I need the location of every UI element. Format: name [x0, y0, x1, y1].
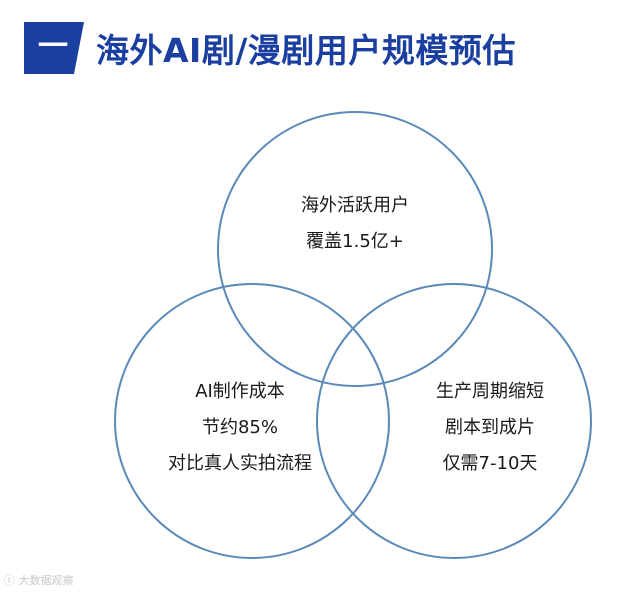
- venn-top-line-2: 覆盖1.5亿+: [306, 231, 404, 252]
- venn-circle-right: [316, 283, 592, 559]
- venn-text-left: AI制作成本 节约85% 对比真人实拍流程: [130, 374, 350, 482]
- section-header: 一 海外AI剧/漫剧用户规模预估: [24, 22, 516, 74]
- venn-right-line-2: 剧本到成片: [445, 417, 535, 438]
- venn-text-top: 海外活跃用户 覆盖1.5亿+: [255, 188, 455, 260]
- venn-right-line-3: 仅需7-10天: [442, 453, 538, 474]
- page-title: 海外AI剧/漫剧用户规模预估: [96, 31, 516, 70]
- venn-left-line-1: AI制作成本: [195, 381, 285, 402]
- section-number: 一: [38, 29, 68, 64]
- venn-circle-top: [217, 111, 493, 387]
- watermark: ⓒ 大数据观察: [4, 574, 74, 587]
- venn-left-line-3: 对比真人实拍流程: [168, 453, 312, 474]
- venn-left-line-2: 节约85%: [201, 417, 278, 438]
- venn-top-line-1: 海外活跃用户: [301, 195, 409, 216]
- section-number-badge: 一: [24, 22, 84, 74]
- venn-text-right: 生产周期缩短 剧本到成片 仅需7-10天: [390, 374, 590, 482]
- venn-circle-left: [114, 283, 390, 559]
- badge-shape: [24, 22, 84, 74]
- venn-right-line-1: 生产周期缩短: [436, 381, 544, 402]
